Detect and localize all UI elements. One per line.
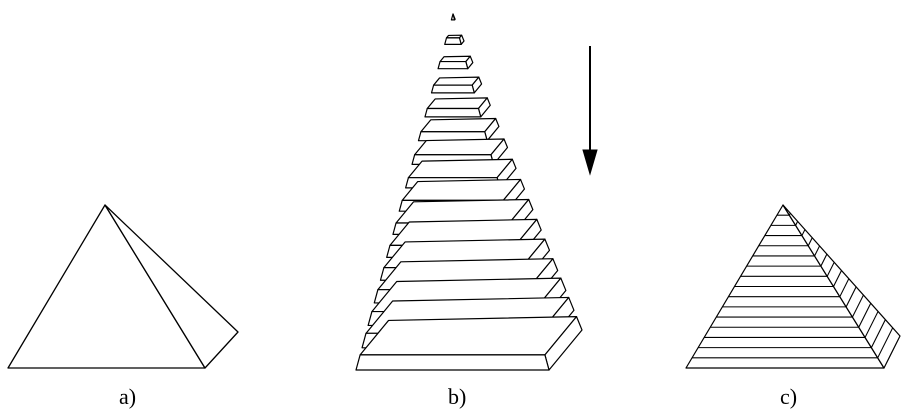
layer-front-face [430, 84, 475, 94]
pyramid-layer [417, 117, 500, 142]
layer-front-face [437, 60, 469, 70]
layer-top-face [407, 158, 513, 179]
slice-line-side [839, 278, 850, 297]
layer-top-face [439, 55, 471, 63]
pyramid-layer [424, 97, 491, 118]
layer-top-face [426, 97, 488, 110]
layer-front-face [355, 354, 550, 371]
layer-front-face [450, 13, 456, 21]
slice-line-side [851, 294, 864, 318]
layer-top-face [420, 117, 497, 133]
caption-a: a) [119, 384, 137, 409]
pyramid-layer [355, 316, 583, 371]
slice-line-side [801, 229, 806, 236]
slice-line-side [814, 245, 821, 257]
pyramid-layer [437, 55, 474, 70]
layer-top-face [359, 316, 578, 356]
slice-line-side [833, 270, 842, 287]
layer-top-face [401, 178, 522, 202]
slice-line-side [820, 253, 828, 267]
slice-line-side [807, 237, 813, 246]
slice-line-side [877, 327, 894, 359]
pyramid-layer [411, 138, 509, 165]
arrow-down-icon [582, 46, 598, 176]
slice-line-side [858, 303, 872, 328]
layer-top-face [414, 138, 505, 156]
layered-pyramid-diagram [355, 13, 583, 371]
sliced-pyramid-diagram [685, 204, 901, 369]
layer-front-face [444, 37, 462, 45]
caption-b: b) [448, 384, 467, 409]
slice-line-side [788, 212, 791, 216]
layer-top-face [433, 76, 480, 86]
layer-front-face [424, 107, 482, 118]
solid-pyramid-diagram [7, 204, 239, 369]
pyramid-layer [430, 76, 483, 94]
slice-line-side [870, 319, 886, 348]
slice-line-side [826, 262, 835, 277]
pyramid-layer [450, 13, 456, 21]
pyramid-layer [444, 34, 465, 45]
slice-line-side [845, 286, 857, 308]
slice-line-side [795, 221, 799, 226]
pyramid-side-face [104, 204, 239, 369]
caption-c: c) [780, 384, 798, 409]
slice-line-side [864, 311, 879, 338]
